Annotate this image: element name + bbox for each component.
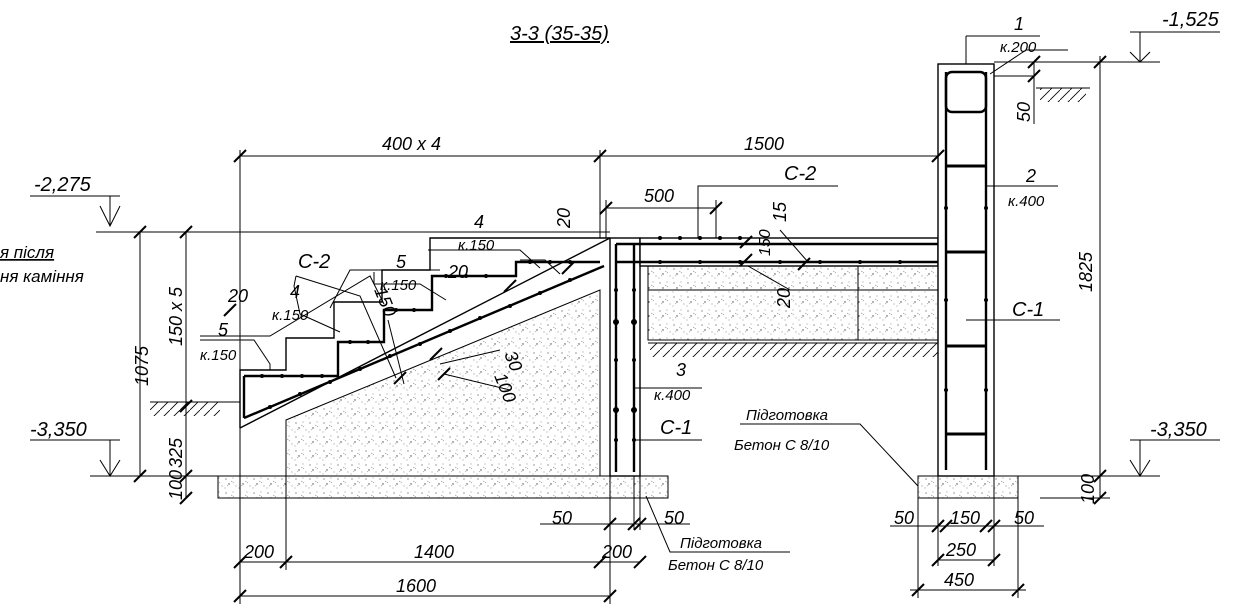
level-right-lower: -3,350 (1150, 419, 1207, 441)
mark-2-number: 2 (1025, 166, 1036, 186)
dim-100-left: 100 (166, 470, 186, 500)
mark-4b-number: 4 (290, 282, 300, 302)
right-wall (937, 63, 995, 477)
dim-20-top: 20 (554, 208, 574, 229)
dim-150-top: 150 (757, 229, 774, 256)
dim-50-a: 50 (552, 508, 572, 528)
stair-outline (239, 237, 610, 428)
dim-150-c: 150 (950, 508, 980, 528)
dim-1825: 1825 (1076, 251, 1096, 292)
dim-20-mid: 20 (774, 288, 794, 309)
dim-150x5: 150 x 5 (166, 286, 186, 346)
soil-hatch (150, 87, 1090, 416)
labels: 3-3 (35-35) -1,525 -2,275 -3,350 -3,350 … (0, 9, 1220, 596)
mark-3-spacing: к.400 (654, 387, 691, 404)
mark-4b-spacing: к.150 (272, 307, 309, 324)
right-wall-dots (944, 206, 988, 392)
dim-500: 500 (644, 186, 674, 206)
dim-50-d: 50 (1014, 508, 1034, 528)
dim-50-c: 50 (894, 508, 914, 528)
mesh-c1-right: С-1 (1012, 299, 1044, 321)
landing-fill (647, 265, 939, 341)
middle-wall-dots (613, 288, 637, 442)
mark-4a-number: 4 (474, 212, 484, 232)
mark-3-number: 3 (676, 360, 686, 380)
prep-bottom-line2: Бетон С 8/10 (668, 557, 764, 574)
dim-1500: 1500 (744, 134, 784, 154)
dim-250: 250 (945, 540, 976, 560)
dim-50-wall: 50 (1014, 102, 1034, 122)
mark-5a-number: 5 (396, 252, 407, 272)
left-note-line1: я після (0, 243, 54, 262)
level-top-right: -1,525 (1162, 9, 1220, 31)
dim-450: 450 (944, 570, 974, 590)
dim-1600: 1600 (396, 576, 436, 596)
mark-2-spacing: к.400 (1008, 193, 1045, 210)
dim-325: 325 (166, 437, 186, 468)
dim-200-left: 200 (243, 542, 274, 562)
dim-50-b: 50 (664, 508, 684, 528)
wall-top-hook (944, 70, 988, 114)
stair-fill-wedge (285, 289, 601, 477)
level-left-upper: -2,275 (34, 174, 92, 196)
mark-5b-number: 5 (218, 320, 229, 340)
mark-5a-spacing: к.150 (380, 277, 417, 294)
mark-5b-spacing: к.150 (200, 347, 237, 364)
mark-1-number: 1 (1014, 14, 1024, 34)
prep-right-line2: Бетон С 8/10 (734, 437, 830, 454)
right-wall-ties (946, 164, 986, 436)
dim-20-step: 20 (447, 262, 468, 282)
dim-200-right: 200 (601, 542, 632, 562)
dim-1400: 1400 (414, 542, 454, 562)
mark-1-spacing: к.200 (1000, 39, 1037, 56)
mesh-c1-mid: С-1 (660, 417, 692, 439)
prep-bottom-line1: Підготовка (680, 535, 762, 552)
dim-20-left: 20 (227, 286, 248, 306)
left-note-line2: ня каміння (0, 267, 84, 286)
mesh-c2-top: С-2 (784, 163, 816, 185)
mark-4a-spacing: к.150 (458, 237, 495, 254)
dim-100-right: 100 (1078, 474, 1098, 504)
dim-400x4: 400 x 4 (382, 134, 441, 154)
stair-rebar-dots (260, 260, 572, 409)
dimension-lines (30, 31, 1220, 604)
mesh-c2-left: С-2 (298, 251, 330, 273)
level-left-lower: -3,350 (30, 419, 87, 441)
landing-dots (658, 236, 902, 264)
stair-rebar (242, 260, 605, 420)
prep-right-line1: Підготовка (746, 407, 828, 424)
footing-slab-right (917, 475, 1019, 499)
dim-1075: 1075 (132, 345, 152, 386)
dim-15: 15 (770, 201, 790, 222)
section-title: 3-3 (35-35) (510, 23, 609, 45)
